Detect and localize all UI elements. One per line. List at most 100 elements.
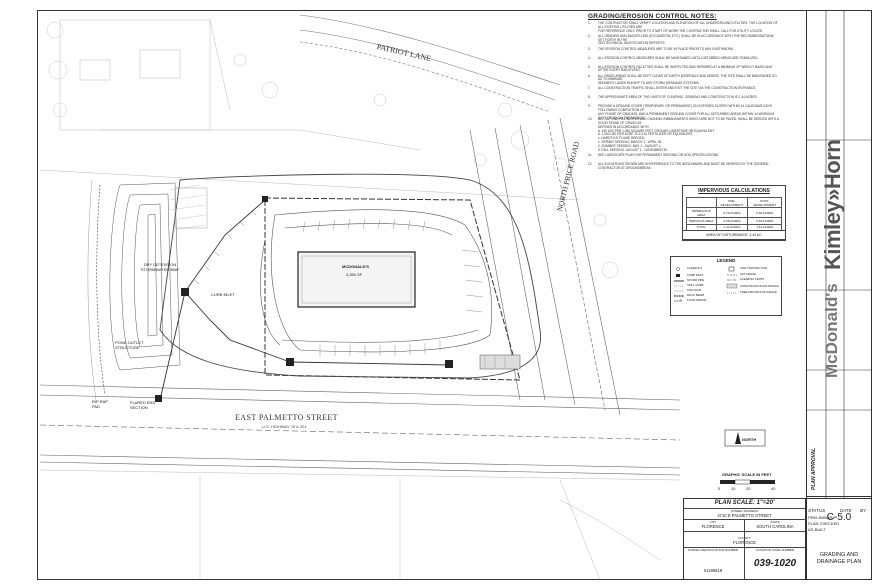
note-number: 12. xyxy=(588,161,593,166)
city-label: CITY xyxy=(709,520,717,524)
title-block: PLAN SCALE: 1"=20' STREET ADDRESS 4710 E… xyxy=(683,498,806,580)
note-text: THE EROSION CONTROL MEASURES ARE TO BE I… xyxy=(598,46,780,52)
impervious-header xyxy=(686,196,717,209)
sheet-number: C-5.0 xyxy=(826,512,852,523)
legend-item: STORM PIPE xyxy=(687,278,705,282)
scale-mark-20: 20 xyxy=(746,486,751,491)
note-line: a. 150 LBS PER 1,000 SQUARE FEET GROUND … xyxy=(598,128,715,133)
note-line: b. 1,000 LBS PER ACRE 10-10-10 FERTILIZE… xyxy=(598,132,694,137)
riprap-label: RIP RAP PAD xyxy=(92,399,108,409)
plan-approval-label: PLAN APPROVAL xyxy=(811,447,817,490)
mcdonalds-logo: McDonald's xyxy=(822,283,841,378)
note-number: 9. xyxy=(588,104,591,109)
storm-pipes xyxy=(159,199,451,401)
note-line: FOR REFERENCE ONLY. PRIOR TO START OF WO… xyxy=(598,28,764,33)
street-address-label: STREET ADDRESS xyxy=(731,509,758,513)
note-text: ALL CUT AND FILL SLOPES AND CHANNEL EMBA… xyxy=(598,117,780,152)
note-text: ALL GRADING AND BACKFILLING (EXCAVATION,… xyxy=(598,34,780,46)
table-cell: 1.44 ACRES xyxy=(747,223,782,231)
horn-text: Horn xyxy=(820,139,845,190)
status-row-preliminary: PRELIMINARY xyxy=(808,515,836,520)
note-text: ALL CONSTRUCTION TRAFFIC SHALL ENTER AND… xyxy=(598,87,780,91)
note-text: SEE LANDSCAPE PLAN FOR PERMANENT SEEDING… xyxy=(598,153,780,158)
clearing-limits xyxy=(159,173,542,379)
legend-item: TREE PROTECTION FENCE xyxy=(740,290,777,294)
note-number: 1. xyxy=(588,21,591,25)
note-line: SEDIMENT LADEN RUNOFF TO ANY STORM DRAIN… xyxy=(598,81,700,86)
note-line: c. HARDTYLE FLUME SEEDED: xyxy=(598,136,645,141)
table-row: TOTAL 1.44 ACRES 1.44 ACRES xyxy=(686,223,782,231)
title-strip xyxy=(806,10,873,580)
plan-scale: PLAN SCALE: 1"=20' xyxy=(714,500,775,506)
kimley-horn-logo: Kimley»Horn xyxy=(820,139,845,270)
property-line xyxy=(264,197,521,381)
flared-end-label: FLARED END SECTION xyxy=(130,400,156,410)
table-cell: IMPERVIOUS AREA xyxy=(686,207,717,219)
impervious-title: IMPERVIOUS CALCULATIONS xyxy=(698,188,770,194)
table-cell: 1.44 ACRES xyxy=(715,223,749,231)
sheet-title-line-1: GRADING AND xyxy=(819,552,859,558)
note-number: 10. xyxy=(588,117,593,122)
scale-mark-0: 0 xyxy=(718,486,721,491)
upper-parcel-lines xyxy=(39,19,581,201)
north-arrow xyxy=(724,429,766,447)
graphic-scale xyxy=(720,479,775,485)
note-text: ALL EROSION CONTROL FACILITIES SHALL BE … xyxy=(598,64,780,74)
legend-item: SPILL CURB xyxy=(687,283,704,287)
note-number: 6. xyxy=(588,73,591,78)
note-number: 7. xyxy=(588,86,591,91)
note-line: ALL EROSION CONTROL FACILITIES SHALL BE … xyxy=(598,64,772,73)
by-label: BY xyxy=(860,508,867,513)
parcel-number: 01199619 xyxy=(703,568,723,573)
legend-item: CLEANOUT xyxy=(687,266,703,270)
scale-mark-10: 10 xyxy=(731,486,736,491)
building-footprint xyxy=(297,251,416,308)
date-label: DATE xyxy=(840,508,852,513)
curb-inlet-label: CURB INLET xyxy=(211,292,235,297)
sheet-title-line-2: DRAINAGE PLAN xyxy=(816,559,862,565)
east-palmetto-label: EAST PALMETTO STREET xyxy=(235,413,338,422)
note-line: ALL PAVED AREAS SHALL BE KEPT CLEAR OF E… xyxy=(598,73,777,82)
building-label: MCDONALD'S xyxy=(342,264,369,269)
construction-entrance xyxy=(479,354,521,370)
note-line: THE EROSION CONTROL MEASURES ARE TO BE I… xyxy=(598,46,734,51)
note-text: ALL ELEVATIONS SHOWN ARE IN REFERENCE TO… xyxy=(598,162,780,171)
impervious-header: PRE-DEVELOPMENT xyxy=(715,196,749,209)
east-palmetto-sub: U.S. HIGHWAY 76 & 301 xyxy=(262,424,307,429)
state-label: STATE xyxy=(770,520,780,524)
north-label: NORTH xyxy=(742,437,757,442)
street-address: 4710 E PALMETTO STREET xyxy=(717,513,772,518)
east-palmetto-street xyxy=(39,384,681,476)
note-line: 3. FALL SEEDING: AUGUST 1 - NOVEMBER 30. xyxy=(598,147,668,152)
note-line: DEFINED IN ACCORDANCE WITH: xyxy=(598,124,650,129)
impervious-header: POST-DEVELOPMENT xyxy=(747,196,782,209)
note-number: 5. xyxy=(588,64,591,69)
note-line: ALL CUT AND FILL SLOPES AND CHANNEL EMBA… xyxy=(598,117,779,125)
note-number: 4. xyxy=(588,55,591,60)
note-text: THE APPROXIMATE AREA OF THE LIMITS OF CL… xyxy=(598,96,780,100)
table-cell: 0.96 ACRES xyxy=(747,207,782,219)
parcel-label: PARCEL IDENTIFICATION NUMBER xyxy=(688,548,738,552)
notes-title: GRADING/EROSION CONTROL NOTES: xyxy=(588,13,717,20)
note-text: THE CONTRACTOR SHALL VERIFY LOCATION AND… xyxy=(598,21,780,33)
note-text: ALL EROSION CONTROL MEASURES SHALL BE MA… xyxy=(598,56,780,61)
detention-pond xyxy=(109,182,181,371)
impervious-table: PRE-DEVELOPMENT POST-DEVELOPMENT IMPERVI… xyxy=(686,196,782,231)
building-area: 4,350 SF xyxy=(346,272,363,277)
lower-parcels xyxy=(39,469,681,581)
state: SOUTH CAROLINA xyxy=(756,524,794,529)
legend-item: FLOW ARROW xyxy=(687,298,707,302)
note-number: 2. xyxy=(588,33,591,38)
contour-line xyxy=(87,179,97,401)
kimley-text: Kimley xyxy=(820,200,845,270)
tree-symbols xyxy=(46,21,619,279)
legend-item: ROCK BERM xyxy=(687,293,704,297)
drive-thru-lane xyxy=(260,239,281,346)
legend-item: CURB INLET xyxy=(687,273,704,277)
note-line: ALL CONSTRUCTION TRAFFIC SHALL ENTER AND… xyxy=(598,86,757,91)
city: FLORENCE xyxy=(701,524,725,529)
table-row: IMPERVIOUS AREA 0.76 ACRES 0.96 ACRES xyxy=(686,207,782,219)
sheet-border xyxy=(37,10,872,580)
note-number: 11. xyxy=(588,152,593,157)
